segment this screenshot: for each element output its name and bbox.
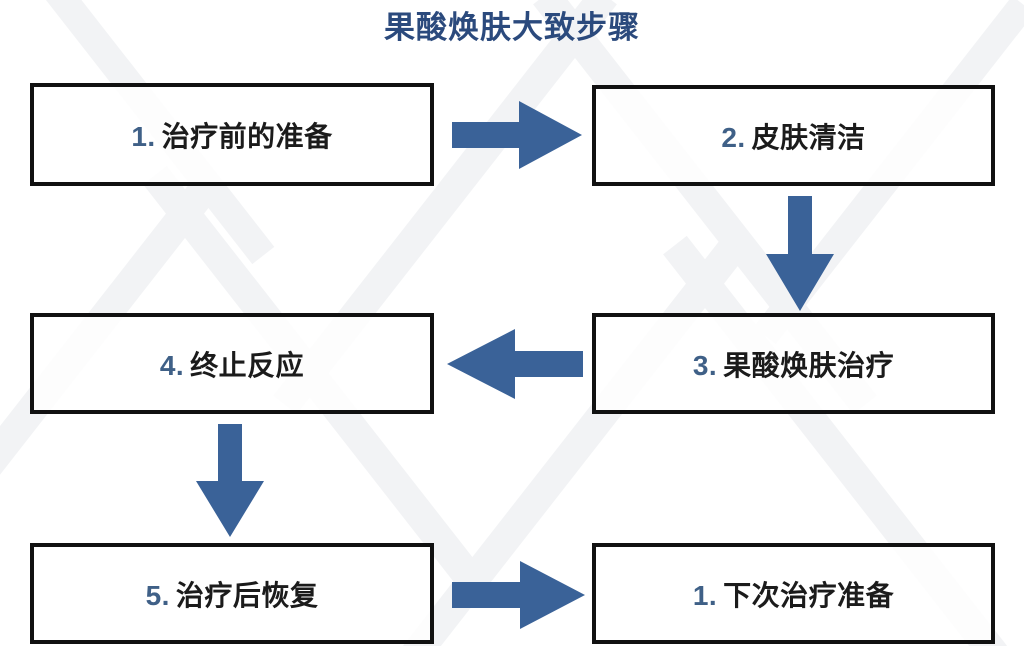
step-box-5[interactable]: 5.治疗后恢复 — [30, 543, 434, 644]
step-box-1-text: 治疗前的准备 — [161, 120, 333, 152]
step-box-6-text: 下次治疗准备 — [723, 579, 895, 611]
step-box-3-label: 3.果酸焕肤治疗 — [693, 344, 894, 384]
step-box-4-label: 4.终止反应 — [160, 344, 304, 384]
step-box-2-text: 皮肤清洁 — [751, 121, 866, 153]
step-box-2-label: 2.皮肤清洁 — [721, 116, 865, 156]
page-title: 果酸焕肤大致步骤 — [384, 10, 640, 45]
step-box-4[interactable]: 4.终止反应 — [30, 313, 434, 414]
step-box-3-text: 果酸焕肤治疗 — [723, 349, 895, 381]
step-box-4-text: 终止反应 — [190, 349, 305, 381]
step-box-3[interactable]: 3.果酸焕肤治疗 — [592, 313, 995, 414]
arrow-down-icon-step4-step5 — [196, 424, 264, 537]
arrow-down-icon-step2-step3 — [766, 196, 834, 311]
step-box-5-text: 治疗后恢复 — [175, 579, 319, 611]
step-box-4-number: 4. — [159, 349, 185, 381]
step-box-6-number: 1. — [692, 579, 718, 611]
step-box-2[interactable]: 2.皮肤清洁 — [592, 85, 995, 186]
step-box-5-number: 5. — [145, 579, 170, 611]
step-box-1-number: 1. — [131, 120, 156, 152]
step-box-6-label: 1.下次治疗准备 — [693, 574, 894, 614]
step-box-3-number: 3. — [692, 349, 718, 381]
step-box-2-number: 2. — [721, 121, 746, 153]
arrow-right-icon-step1-step2 — [452, 101, 582, 169]
step-box-1-label: 1.治疗前的准备 — [131, 115, 332, 155]
step-box-5-label: 5.治疗后恢复 — [146, 574, 319, 614]
arrow-left-icon-step3-step4 — [447, 329, 583, 399]
step-box-6[interactable]: 1.下次治疗准备 — [592, 543, 995, 644]
step-box-1[interactable]: 1.治疗前的准备 — [30, 83, 434, 186]
arrow-right-icon-step5-step6 — [452, 561, 585, 629]
